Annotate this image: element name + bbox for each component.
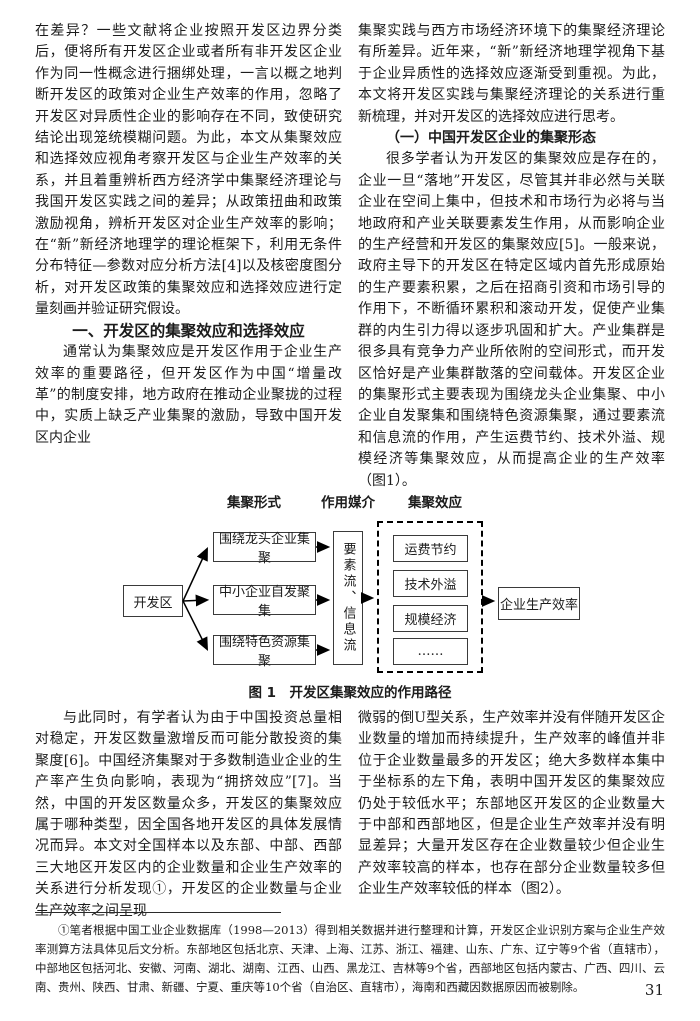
page-number: 31 (644, 981, 664, 999)
bottom-text-block: 与此同时，有学者认为由于中国投资总量相对稳定，开发区数量激增反而可能分散投资的集… (35, 708, 665, 922)
footnote-text: ①笔者根据中国工业企业数据库（1998—2013）得到相关数据并进行整理和计算，… (35, 923, 665, 994)
bottom-left-column: 与此同时，有学者认为由于中国投资总量相对稳定，开发区数量激增反而可能分散投资的集… (35, 708, 342, 922)
figure-column-header: 作用媒介 (321, 495, 375, 511)
figure-node-form-1: 围绕龙头企业集聚 (213, 532, 316, 566)
footnote-block: ①笔者根据中国工业企业数据库（1998—2013）得到相关数据并进行整理和计算，… (35, 912, 665, 997)
paragraph: 很多学者认为开发区的集聚效应是存在的，企业一旦“落地”开发区，尽管其并非必然与关… (358, 151, 665, 489)
figure-node-effect-3: 规模经济 (393, 605, 468, 632)
top-left-column: 在差异？一些文献将企业按照开发区边界分类后，便将所有开发区企业或者所有非开发区企… (35, 21, 342, 492)
paragraph: 与此同时，有学者认为由于中国投资总量相对稳定，开发区数量激增反而可能分散投资的集… (35, 710, 342, 919)
figure-column-header: 集聚效应 (408, 495, 462, 511)
figure-node-result: 企业生产效率 (498, 587, 580, 620)
figure-node-effect-2: 技术外溢 (393, 570, 468, 597)
figure-column-header: 集聚形式 (227, 495, 281, 511)
paragraph: 在差异？一些文献将企业按照开发区边界分类后，便将所有开发区企业或者所有非开发区企… (35, 23, 342, 318)
top-right-column: 集聚实践与西方市场经济环境下的集聚经济理论有所差异。近年来，“新”新经济地理学视… (358, 21, 665, 492)
paragraph: 通常认为集聚效应是开发区作用于企业生产效率的重要路径，但开发区作为中国“增量改革… (35, 344, 342, 446)
figure-node-form-2: 中小企业自发聚集 (213, 585, 316, 619)
paragraph: 微弱的倒U型关系，生产效率并没有伴随开发区企业数量的增加而持续提升，生产效率的峰… (358, 710, 665, 898)
bottom-right-column: 微弱的倒U型关系，生产效率并没有伴随开发区企业数量的增加而持续提升，生产效率的峰… (358, 708, 665, 922)
figure-node-form-3: 围绕特色资源集聚 (213, 635, 316, 669)
paragraph: 集聚实践与西方市场经济环境下的集聚经济理论有所差异。近年来，“新”新经济地理学视… (358, 23, 665, 125)
sub-section-heading: （一）中国开发区企业的集聚形态 (386, 130, 596, 147)
figure-caption: 图 1 开发区集聚效应的作用路径 (248, 685, 452, 701)
figure-1: 集聚形式 作用媒介 集聚效应 开发区 围绕龙头企业集聚 中小企业自发聚集 围绕特… (0, 488, 700, 706)
section-heading: 一、开发区的集聚效应和选择效应 (72, 321, 305, 340)
figure-node-source: 开发区 (123, 585, 183, 617)
top-text-block: 在差异？一些文献将企业按照开发区边界分类后，便将所有开发区企业或者所有非开发区企… (35, 21, 665, 492)
figure-node-effect-1: 运费节约 (393, 535, 468, 562)
footnote-divider (35, 912, 281, 913)
figure-node-medium: 要素流、信息流 (333, 531, 363, 665)
figure-node-effect-4: …… (393, 638, 468, 665)
